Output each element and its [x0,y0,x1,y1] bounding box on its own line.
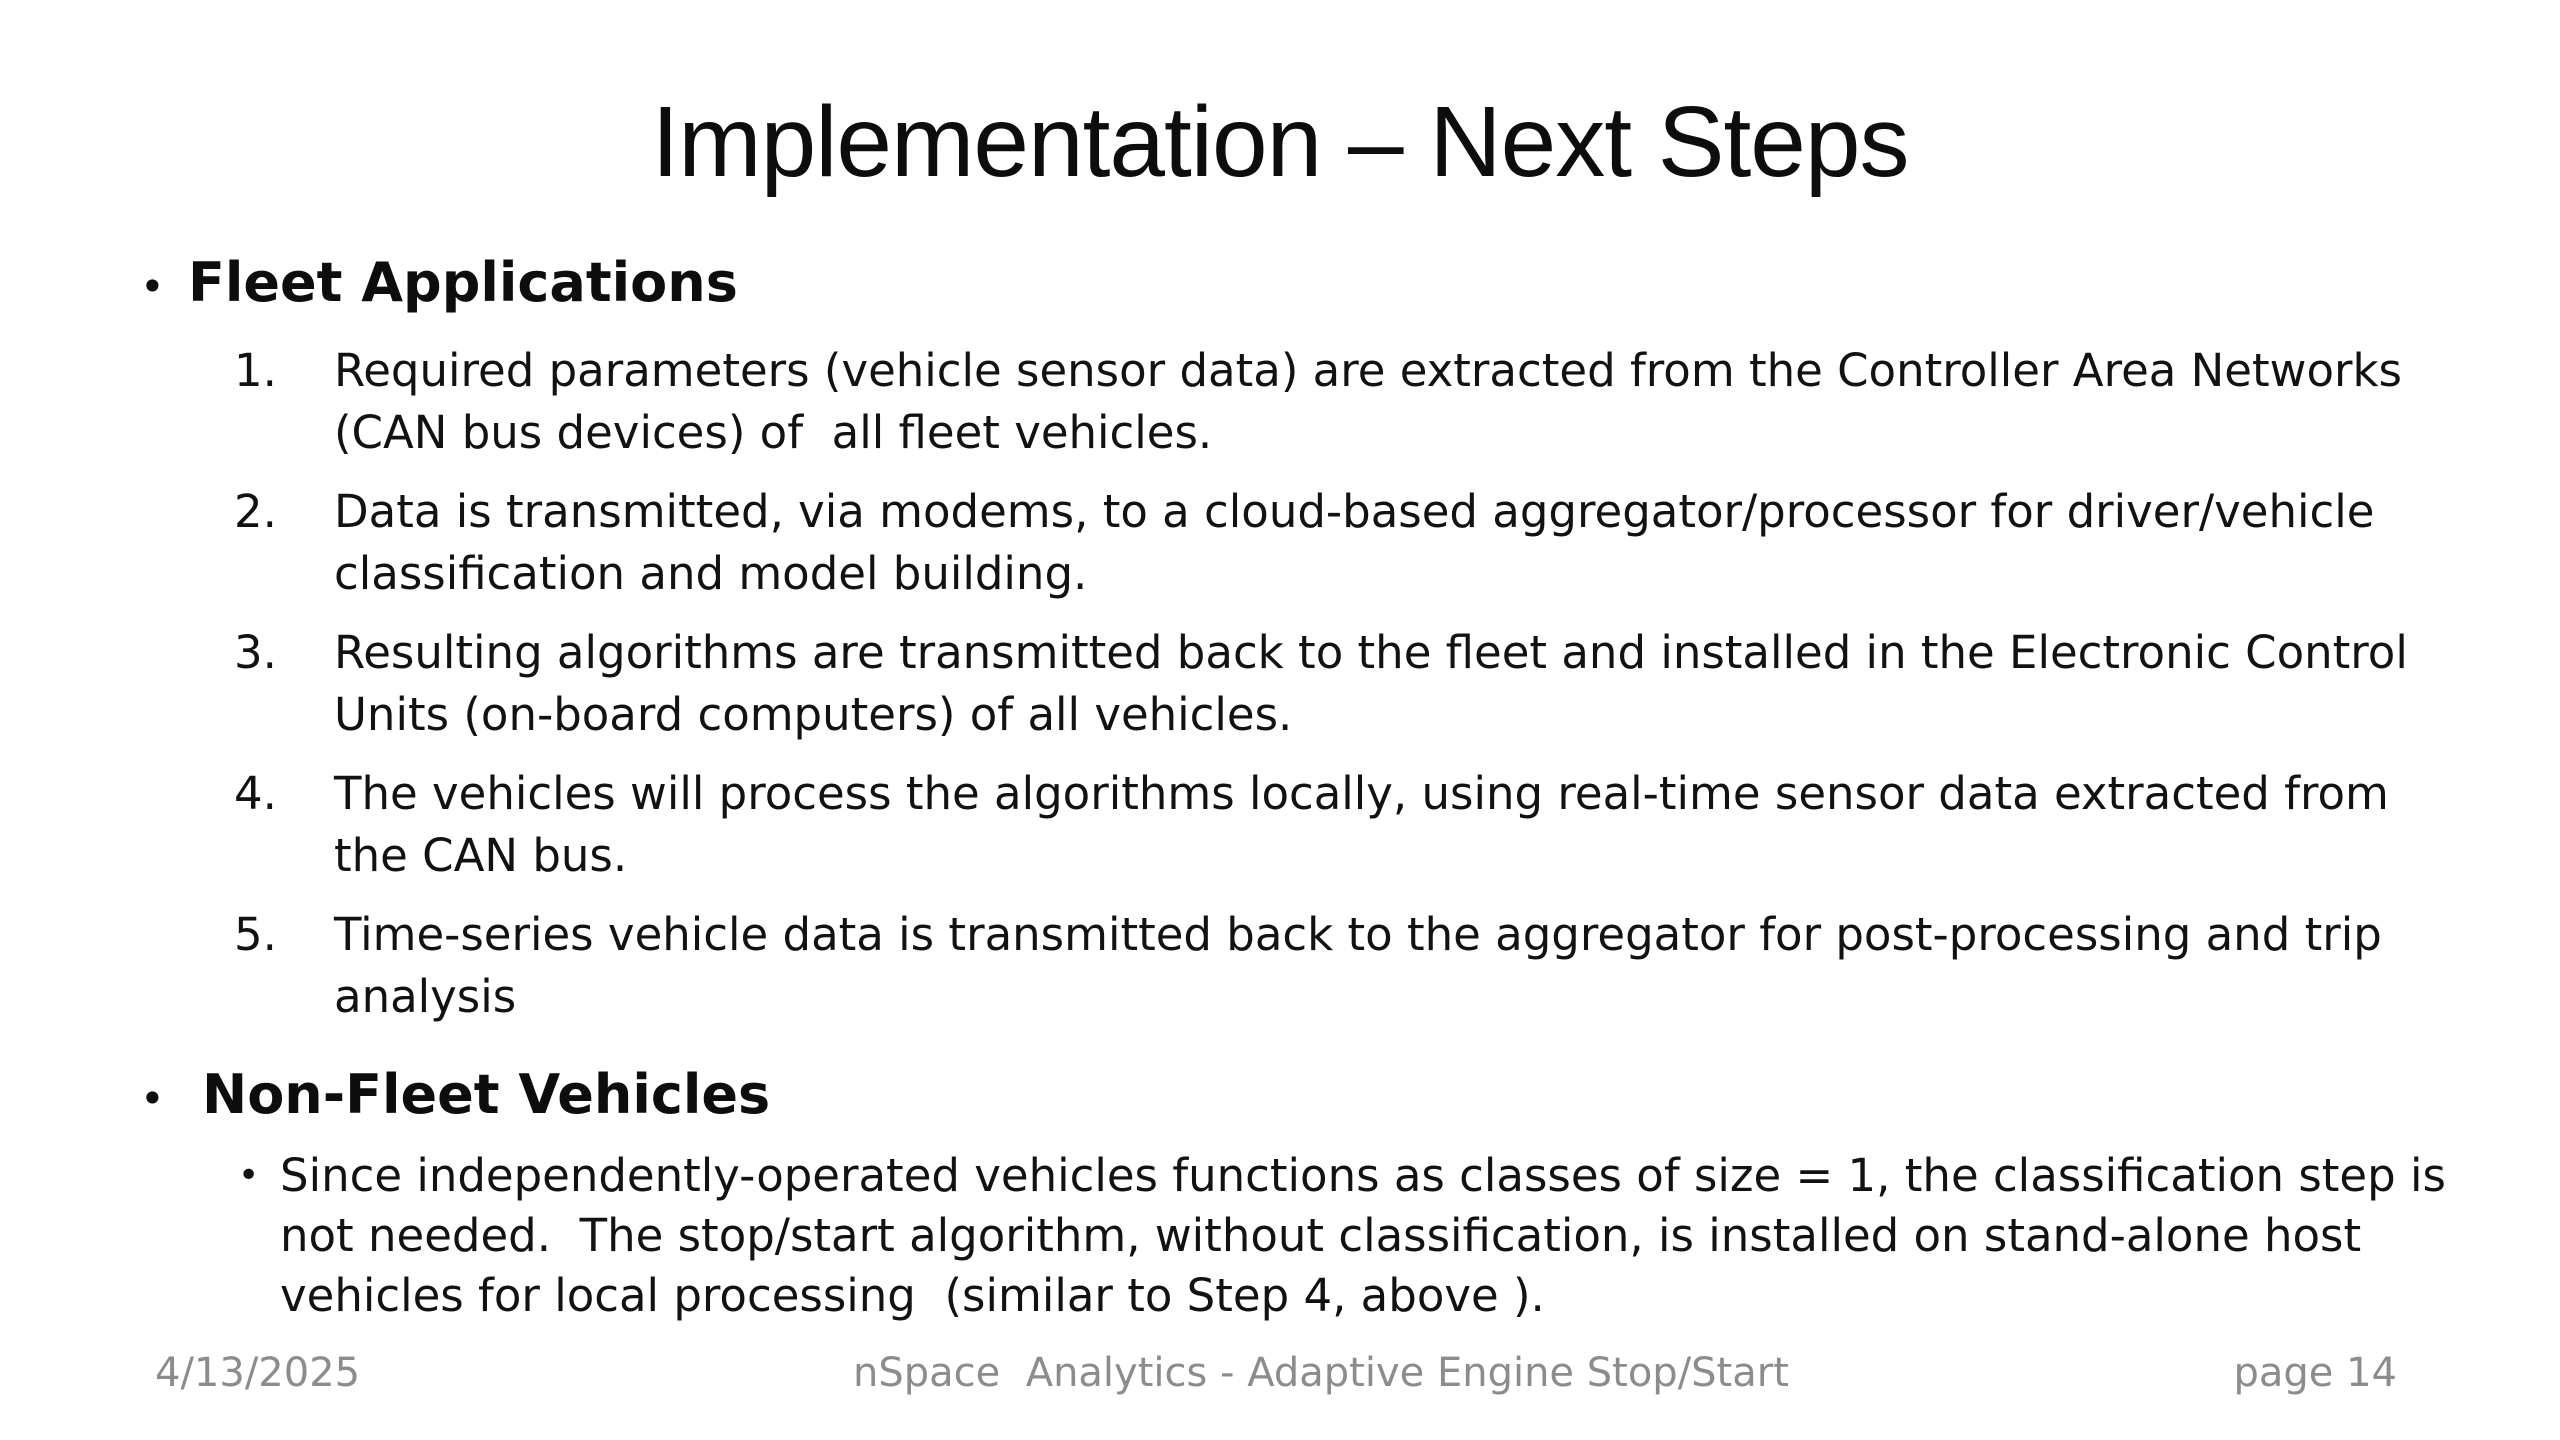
list-item-number: 4. [234,767,277,821]
list-item: 3. Resulting algorithms are transmitted … [234,622,2560,746]
list-item: 5. Time-series vehicle data is transmitt… [234,904,2560,1028]
footer-date: 4/13/2025 [155,1350,361,1396]
bullet-icon: • [238,1155,260,1197]
bullet-icon: • [140,1074,165,1124]
list-item-number: 2. [234,485,277,539]
list-item-text: The vehicles will process the algorithms… [334,767,2404,883]
section-heading-non-fleet-vehicles: Non-Fleet Vehicles [202,1063,771,1127]
list-item-text: Data is transmitted, via modems, to a cl… [334,485,2389,601]
sub-bullet-item: • Since independently-operated vehicles … [238,1146,2560,1326]
list-item-number: 5. [234,908,277,962]
list-item-text: Required parameters (vehicle sensor data… [334,344,2417,460]
list-item: 2. Data is transmitted, via modems, to a… [234,481,2560,605]
bullet-icon: • [140,262,165,311]
section-non-fleet-vehicles: • Non-Fleet Vehicles [140,1063,2560,1127]
list-item-text: Resulting algorithms are transmitted bac… [334,626,2423,742]
slide-footer: 4/13/2025 nSpace Analytics - Adaptive En… [0,1350,2560,1402]
list-item: 1. Required parameters (vehicle sensor d… [234,340,2560,464]
list-item-number: 1. [234,344,277,398]
list-item: 4. The vehicles will process the algorit… [234,763,2560,887]
list-item-number: 3. [234,626,277,680]
footer-page-number: page 14 [2233,1350,2397,1396]
section-heading-fleet-applications: Fleet Applications [188,251,738,314]
sub-bullet-text: Since independently-operated vehicles fu… [280,1149,2461,1323]
section-fleet-applications: • Fleet Applications [140,251,2560,314]
footer-deck-title: nSpace Analytics - Adaptive Engine Stop/… [853,1350,1789,1396]
slide-title: Implementation – Next Steps [651,86,1910,198]
list-item-text: Time-series vehicle data is transmitted … [334,908,2397,1024]
fleet-numbered-list: 1. Required parameters (vehicle sensor d… [234,340,2560,1028]
